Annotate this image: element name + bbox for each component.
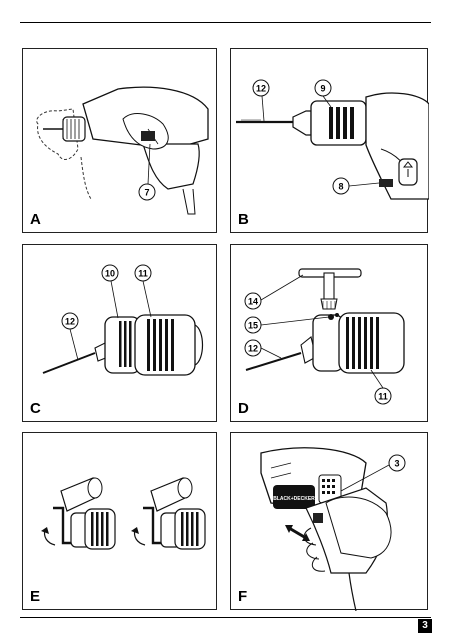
callout-14: 14 — [248, 297, 258, 307]
key-chuck-illustration: 14 15 12 11 — [244, 268, 405, 405]
panel-label-d: D — [238, 400, 249, 417]
chuck-removal-illustration — [41, 477, 206, 550]
drill-hammer-mode-illustration: 7 — [36, 86, 209, 215]
panel-label-e: E — [30, 588, 41, 605]
panel-d: 14 15 12 11 D — [230, 244, 428, 422]
panel-label-a: A — [30, 211, 41, 228]
callout-7: 7 — [144, 188, 149, 198]
bottom-rule — [20, 617, 431, 618]
drill-bit-insert-illustration: 12 9 8 — [236, 79, 429, 200]
callout-3: 3 — [394, 459, 399, 469]
callout-8: 8 — [338, 182, 343, 192]
callout-11: 11 — [138, 269, 148, 279]
panel-b: 12 9 8 B — [230, 48, 429, 233]
panel-label-b: B — [238, 211, 249, 228]
panel-label-c: C — [30, 400, 41, 417]
forward-reverse-switch-illustration: BLACK+DECKER 3 — [260, 447, 406, 611]
page-number: 3 — [418, 619, 432, 633]
callout-10: 10 — [105, 269, 115, 279]
callout-15: 15 — [248, 321, 258, 331]
callout-12-d: 12 — [248, 344, 258, 354]
panel-label-f: F — [238, 588, 248, 605]
panel-c: 10 11 12 C — [22, 244, 217, 422]
callout-12-c: 12 — [65, 317, 75, 327]
panel-f: BLACK+DECKER 3 F — [230, 432, 428, 611]
panel-a: 7 A — [22, 48, 217, 233]
callout-11-d: 11 — [378, 392, 388, 402]
panel-e: E — [22, 432, 217, 610]
brand-logo: BLACK+DECKER — [273, 496, 315, 502]
top-rule — [20, 22, 431, 23]
callout-12: 12 — [256, 84, 266, 94]
callout-9: 9 — [320, 84, 325, 94]
keyless-chuck-illustration: 10 11 12 — [42, 264, 204, 376]
